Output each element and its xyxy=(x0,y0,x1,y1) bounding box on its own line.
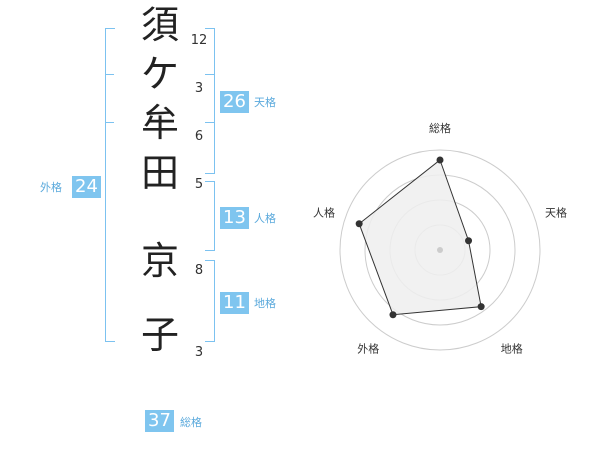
jinkaku-bracket xyxy=(205,181,215,251)
tenkaku-bracket xyxy=(205,28,215,174)
surname-char-4: 田 xyxy=(140,151,179,195)
soukaku-label: 総格 xyxy=(180,416,202,429)
stroke-count-6: 3 xyxy=(194,345,204,360)
gaikaku-score: 24 xyxy=(72,176,101,198)
tenkaku-bracket-tick xyxy=(205,74,214,75)
stroke-count-3: 6 xyxy=(194,129,204,144)
chikaku-bracket xyxy=(205,260,215,342)
surname-char-1: 須 xyxy=(140,3,179,47)
radar-point xyxy=(465,237,473,245)
surname-char-2: ケ xyxy=(140,52,179,96)
radar-axis-label: 人格 xyxy=(313,205,335,219)
jinkaku-label: 人格 xyxy=(254,212,276,225)
tenkaku-bracket-tick xyxy=(205,122,214,123)
radar-point xyxy=(389,311,397,319)
given-char-2: 子 xyxy=(140,313,179,357)
radar-center-dot xyxy=(437,247,443,253)
radar-axis-label: 外格 xyxy=(357,342,379,356)
jinkaku-score: 13 xyxy=(220,207,249,229)
radar-points xyxy=(355,156,485,319)
stroke-count-2: 3 xyxy=(194,81,204,96)
given-char-1: 京 xyxy=(140,239,179,283)
stroke-count-1: 12 xyxy=(190,33,208,48)
gaikaku-bracket-tick xyxy=(105,74,114,75)
stroke-count-5: 8 xyxy=(194,263,204,278)
chikaku-label: 地格 xyxy=(254,297,276,310)
chikaku-score: 11 xyxy=(220,292,249,314)
radar-axis-label: 天格 xyxy=(545,205,567,219)
radar-point xyxy=(355,220,363,228)
gaikaku-bracket-tick xyxy=(105,122,114,123)
surname-char-3: 牟 xyxy=(140,101,179,145)
radar-point xyxy=(477,303,485,311)
gaikaku-label: 外格 xyxy=(40,181,62,194)
tenkaku-score: 26 xyxy=(220,91,249,113)
radar-axis-label: 地格 xyxy=(501,342,523,356)
soukaku-score: 37 xyxy=(145,410,174,432)
gaikaku-bracket xyxy=(105,28,115,342)
stroke-count-4: 5 xyxy=(194,177,204,192)
tenkaku-label: 天格 xyxy=(254,96,276,109)
radar-ring xyxy=(339,149,541,351)
radar-axis-label: 総格 xyxy=(429,121,451,135)
radar-area xyxy=(358,159,482,316)
radar-point xyxy=(436,156,444,164)
